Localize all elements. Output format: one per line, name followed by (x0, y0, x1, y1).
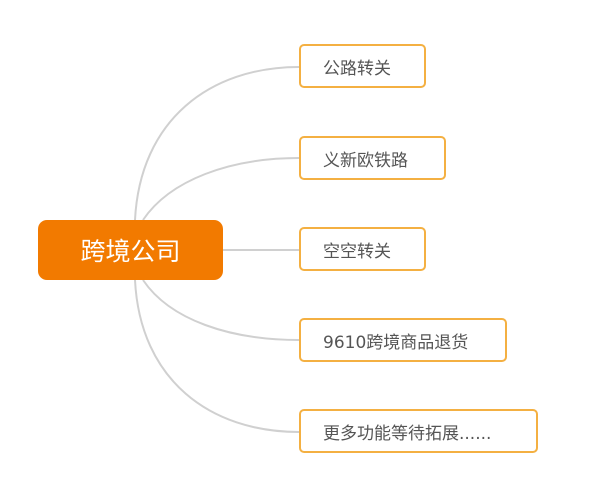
child-node-highway-transit[interactable]: 公路转关 (299, 44, 426, 88)
node-label: 义新欧铁路 (323, 150, 408, 171)
node-label: 9610跨境商品退货 (323, 332, 469, 353)
child-node-more-features[interactable]: 更多功能等待拓展...... (299, 409, 538, 453)
link-2 (142, 157, 300, 221)
link-4 (142, 279, 300, 341)
link-1 (134, 66, 300, 221)
node-label: 空空转关 (323, 241, 391, 262)
child-node-yixinou-railway[interactable]: 义新欧铁路 (299, 136, 446, 180)
link-5 (134, 279, 300, 433)
node-label: 公路转关 (323, 58, 391, 79)
child-node-air-transit[interactable]: 空空转关 (299, 227, 426, 271)
node-label: 更多功能等待拓展...... (323, 423, 492, 444)
root-node[interactable]: 跨境公司 (38, 220, 223, 280)
root-node-label: 跨境公司 (80, 237, 181, 266)
child-node-9610-returns[interactable]: 9610跨境商品退货 (299, 318, 507, 362)
